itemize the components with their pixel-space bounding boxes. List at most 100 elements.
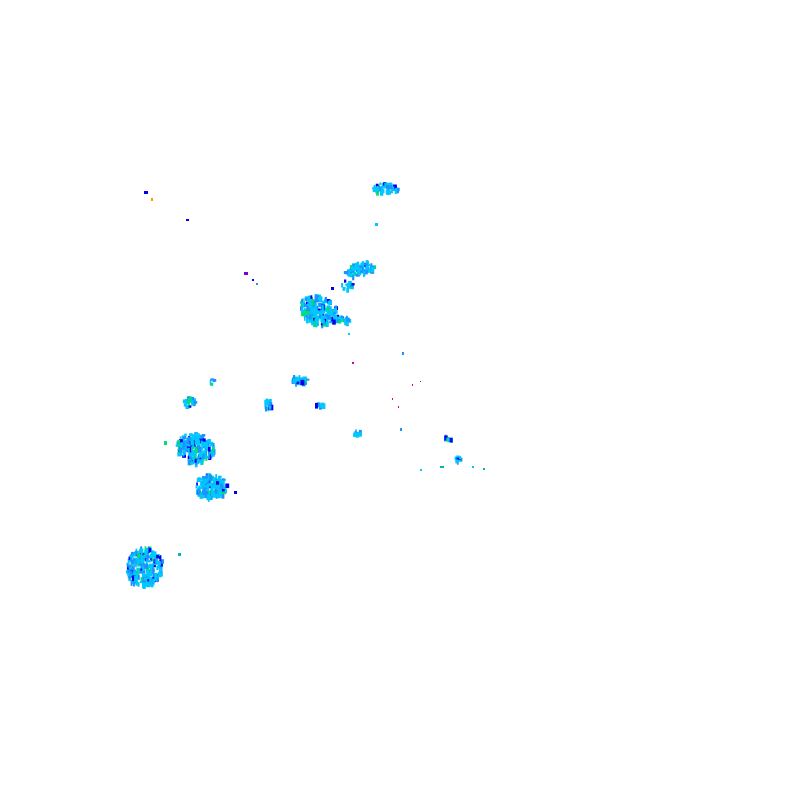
echo-pixel — [302, 376, 307, 381]
echo-pixel — [221, 485, 224, 489]
echo-pixel — [184, 443, 188, 449]
echo-pixel — [197, 439, 201, 444]
echo-pixel — [197, 443, 201, 447]
echo-pixel — [214, 482, 216, 488]
echo-pixel — [269, 401, 271, 406]
echo-pixel — [140, 546, 143, 549]
echo-pixel — [350, 272, 353, 278]
echo-pixel — [178, 441, 182, 446]
echo-pixel — [139, 548, 142, 554]
echo-pixel — [140, 577, 143, 581]
echo-pixel — [146, 567, 150, 573]
echo-pixel — [152, 572, 155, 578]
echo-pixel — [197, 488, 200, 491]
echo-pixel — [182, 436, 187, 439]
echo-pixel — [155, 559, 159, 564]
echo-pixel — [196, 459, 199, 465]
echo-pixel — [212, 444, 215, 451]
echo-pixel — [135, 561, 137, 568]
echo-pixel — [189, 396, 192, 401]
echo-pixel — [187, 460, 191, 466]
echo-pixel — [130, 566, 135, 573]
echo-pixel — [221, 491, 225, 494]
precipitation-echoes — [125, 182, 485, 589]
echo-pixel — [187, 400, 190, 406]
echo-pixel — [158, 567, 163, 571]
echo-pixel — [150, 558, 154, 561]
echo-pixel — [192, 442, 195, 445]
echo-pixel — [207, 443, 210, 446]
echo-pixel — [135, 575, 139, 580]
echo-pixel — [205, 474, 208, 481]
echo-pixel — [309, 304, 312, 309]
echo-pixel — [389, 182, 392, 186]
echo-pixel — [214, 493, 218, 498]
echo-pixel — [395, 187, 400, 192]
echo-pixel — [345, 283, 347, 286]
echo-pixel — [138, 570, 143, 574]
echo-pixel — [300, 302, 304, 307]
echo-pixel — [375, 187, 380, 191]
echo-pixel — [189, 433, 193, 437]
echo-pixel — [141, 570, 146, 574]
echo-pixel — [333, 307, 337, 313]
echo-pixel — [181, 444, 184, 450]
echo-pixel — [192, 450, 196, 455]
echo-pixel — [127, 568, 131, 573]
echo-pixel — [319, 296, 323, 300]
echo-pixel — [198, 459, 202, 463]
echo-pixel — [305, 317, 309, 324]
echo-pixel — [140, 558, 144, 564]
echo-pixel — [191, 443, 194, 448]
echo-pixel — [137, 582, 140, 587]
echo-pixel — [140, 580, 143, 584]
echo-pixel — [133, 553, 136, 557]
echo-pixel — [379, 182, 382, 185]
echo-pixel — [304, 298, 308, 301]
echo-pixel — [142, 583, 146, 589]
echo-pixel — [326, 311, 331, 316]
echo-pixel — [339, 315, 342, 318]
echo-pixel — [184, 399, 189, 405]
echo-pixel — [144, 555, 148, 558]
echo-pixel — [315, 294, 318, 298]
echo-pixel — [336, 317, 340, 324]
echo-pixel — [187, 447, 190, 453]
echo-pixel — [302, 302, 305, 308]
echo-pixel — [319, 312, 324, 315]
echo-pixel — [298, 375, 301, 379]
echo-pixel — [358, 431, 362, 436]
echo-pixel — [366, 266, 369, 270]
echo-pixel — [355, 273, 360, 277]
echo-pixel — [126, 566, 129, 570]
echo-pixel — [212, 478, 216, 483]
echo-pixel — [190, 446, 195, 450]
echo-speck — [402, 352, 404, 355]
echo-pixel — [201, 457, 205, 461]
echo-pixel — [220, 480, 224, 484]
echo-pixel — [194, 461, 198, 465]
echo-speck — [412, 384, 413, 386]
echo-pixel — [201, 493, 204, 497]
echo-pixel — [349, 280, 352, 284]
echo-pixel — [334, 315, 338, 321]
echo-pixel — [193, 401, 198, 404]
echo-pixel — [180, 442, 183, 447]
echo-pixel — [355, 431, 360, 438]
echo-pixel — [154, 572, 158, 578]
echo-speck — [348, 333, 350, 335]
echo-pixel — [385, 185, 390, 189]
echo-pixel — [355, 434, 359, 438]
echo-pixel — [187, 436, 192, 441]
echo-pixel — [314, 308, 318, 313]
echo-pixel — [317, 308, 321, 311]
echo-pixel — [191, 399, 195, 406]
echo-pixel — [190, 397, 195, 401]
echo-pixel — [268, 405, 272, 409]
echo-pixel — [317, 303, 320, 306]
echo-pixel — [310, 311, 313, 316]
echo-pixel — [207, 439, 211, 443]
echo-pixel — [201, 444, 204, 450]
echo-pixel — [314, 319, 319, 325]
echo-pixel — [357, 268, 361, 274]
